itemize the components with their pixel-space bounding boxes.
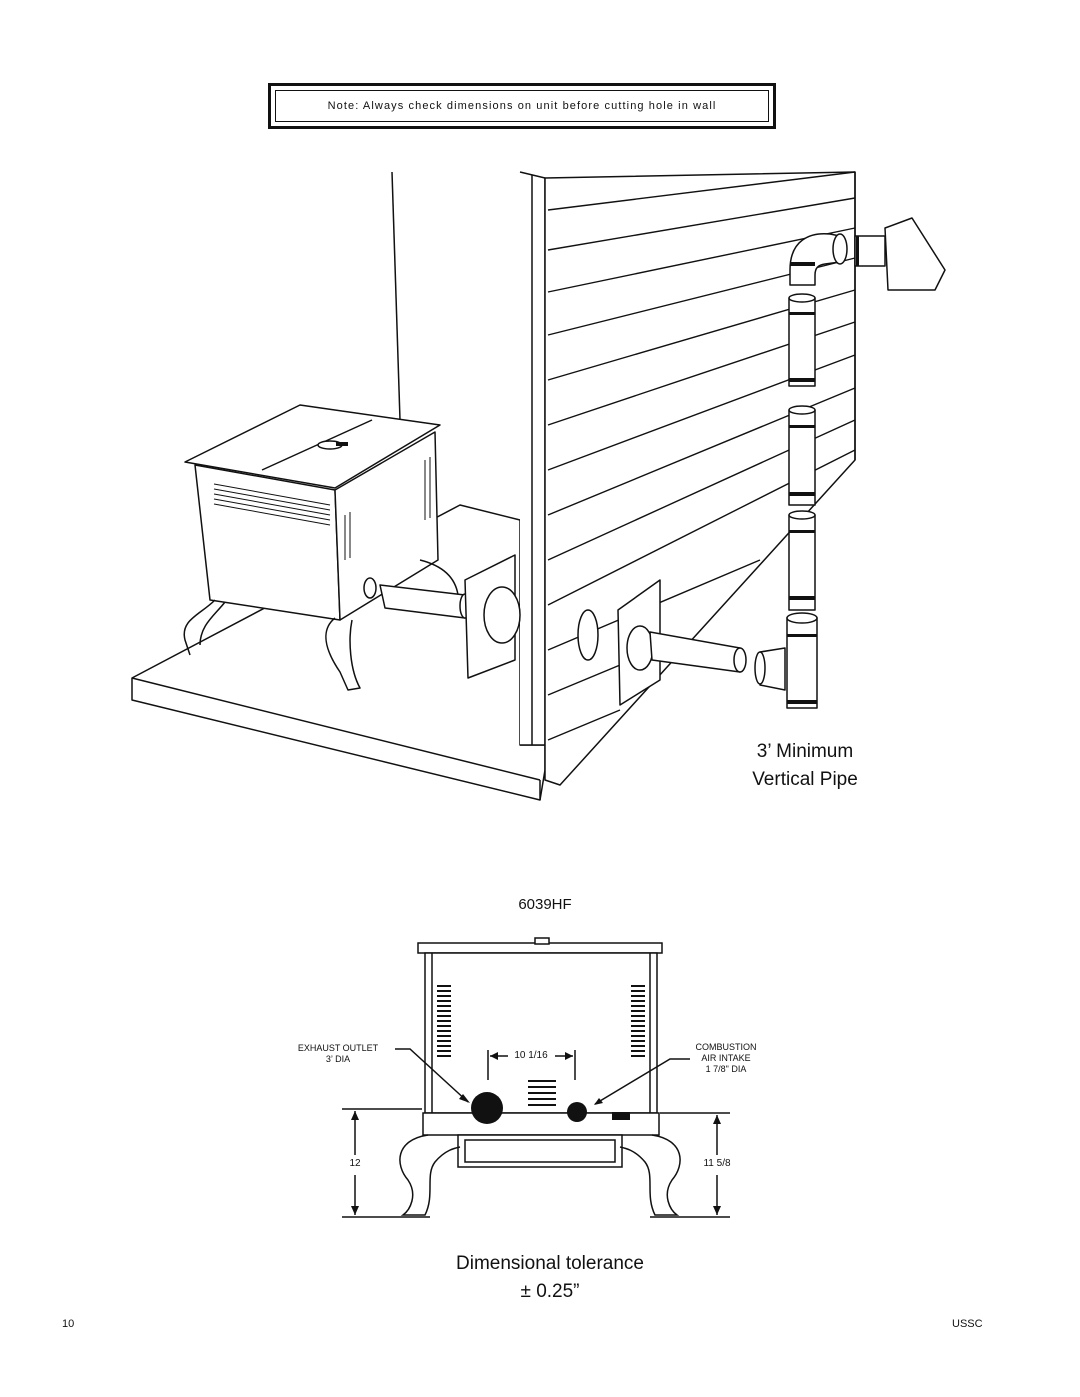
footer-brand: USSC [952, 1318, 983, 1330]
intake-label-line1: COMBUSTION [695, 1042, 757, 1052]
note-text: Note: Always check dimensions on unit be… [275, 90, 769, 122]
note-box: Note: Always check dimensions on unit be… [268, 83, 776, 129]
tolerance-line2: ± 0.25” [520, 1281, 580, 1302]
intake-label-line2: AIR INTAKE [701, 1053, 751, 1063]
exhaust-label-line2: 3’ DIA [325, 1054, 351, 1064]
model-label: 6039HF [518, 896, 572, 913]
center-distance-label: 10 1/16 [514, 1050, 548, 1061]
left-height-label: 12 [349, 1158, 361, 1169]
tolerance-line1: Dimensional tolerance [456, 1253, 644, 1274]
install-caption-line1: 3’ Minimum [756, 741, 854, 762]
intake-label-line3: 1 7/8" DIA [705, 1064, 747, 1074]
exhaust-label-line1: EXHAUST OUTLET [297, 1043, 379, 1053]
page-number: 10 [62, 1318, 75, 1330]
air-intake-label: COMBUSTION AIR INTAKE 1 7/8" DIA [676, 1042, 776, 1075]
right-height-label: 11 5/8 [703, 1158, 731, 1169]
install-caption: 3’ Minimum Vertical Pipe [735, 738, 875, 794]
exhaust-outlet-label: EXHAUST OUTLET 3’ DIA [283, 1043, 393, 1065]
tolerance-caption: Dimensional tolerance ± 0.25” [420, 1250, 680, 1306]
install-caption-line2: Vertical Pipe [752, 769, 858, 790]
